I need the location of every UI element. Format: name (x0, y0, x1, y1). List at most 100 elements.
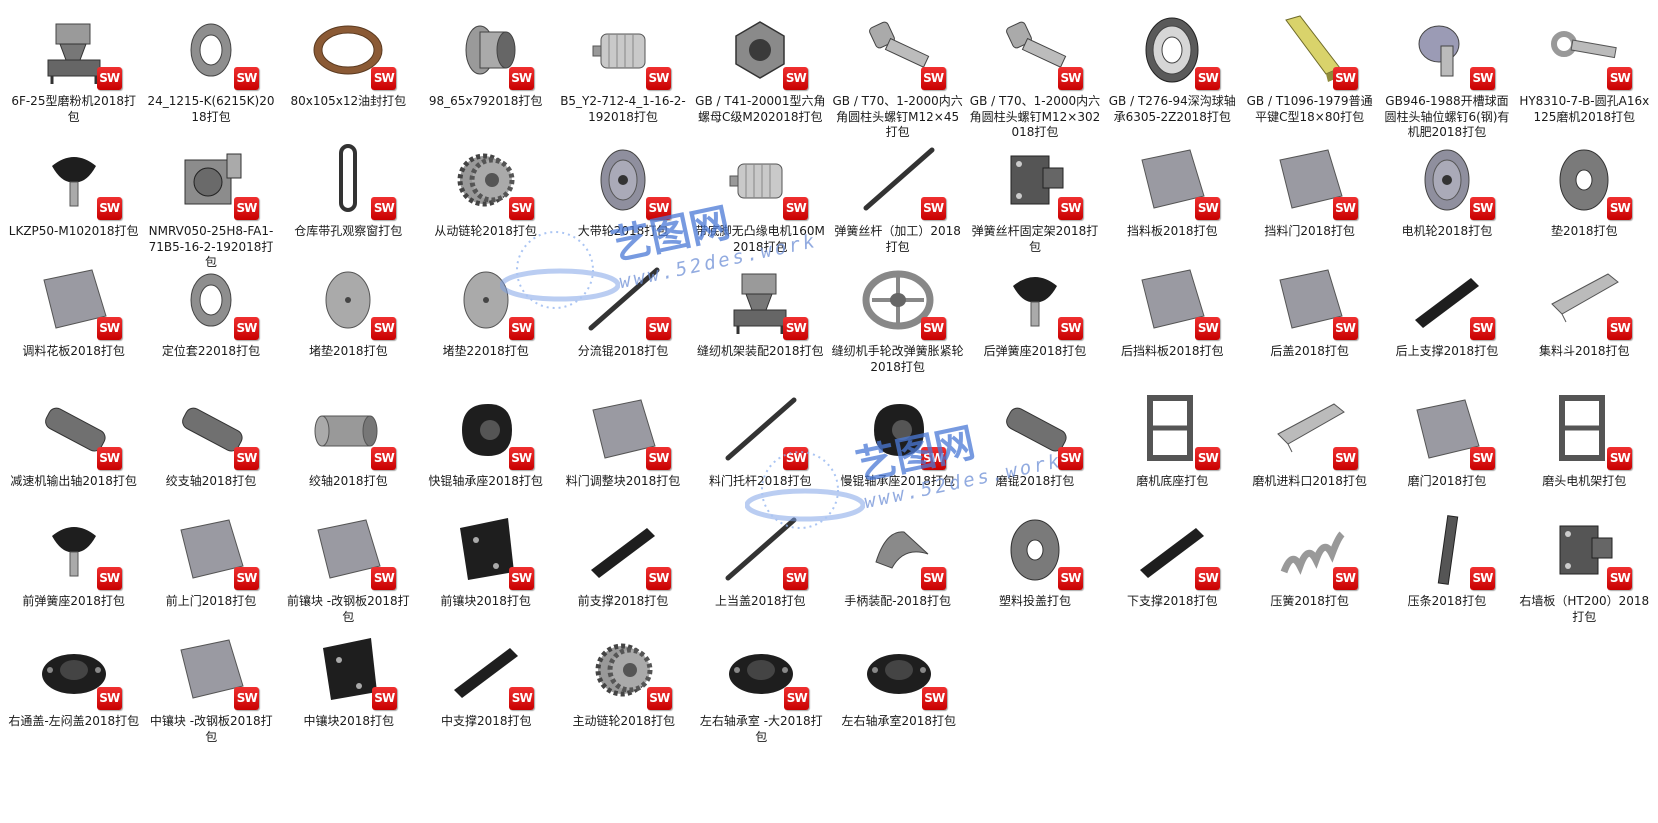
beam-icon (1414, 278, 1479, 328)
file-item[interactable]: SW 磨头电机架打包 (1516, 390, 1653, 510)
file-item[interactable]: SW 中支撑2018打包 (418, 630, 556, 760)
file-item[interactable]: SW 主动链轮2018打包 (555, 630, 693, 760)
file-label: 6F-25型磨粉机2018打包 (11, 94, 136, 124)
file-label: 前支撑2018打包 (577, 594, 669, 608)
shaft-icon (44, 407, 106, 452)
file-item[interactable]: SW 手柄装配-2018打包 (829, 510, 966, 630)
file-item[interactable]: SW GB / T70、1-2000内六角圆柱头螺钉M12×45打包 (829, 10, 966, 140)
solidworks-badge-icon: SW (371, 197, 397, 220)
file-item[interactable]: SW HY8310-7-B-圆孔A16x125磨机2018打包 (1516, 10, 1653, 140)
file-item[interactable]: SW 电机轮2018打包 (1378, 140, 1515, 260)
file-item[interactable]: SW 挡料门2018打包 (1241, 140, 1378, 260)
ring-icon (190, 23, 232, 77)
file-thumbnail: SW (714, 10, 809, 92)
file-item[interactable]: SW 后盖2018打包 (1241, 260, 1378, 390)
file-item[interactable]: SW 仓库带孔观察窗打包 (280, 140, 417, 260)
file-item[interactable]: SW 定位套22018打包 (142, 260, 279, 390)
file-item[interactable]: SW 缝纫机手轮改弹簧胀紧轮2018打包 (829, 260, 966, 390)
file-label: 磨机底座打包 (1136, 474, 1209, 488)
file-item[interactable]: SW GB946-1988开槽球面圆柱头轴位螺钉6(钢)有机肥2018打包 (1378, 10, 1515, 140)
file-item[interactable]: SW 调料花板2018打包 (5, 260, 142, 390)
file-item[interactable]: SW 中镶块2018打包 (280, 630, 418, 760)
file-item[interactable]: SW 从动链轮2018打包 (417, 140, 554, 260)
solidworks-badge-icon: SW (96, 447, 122, 470)
file-item[interactable]: SW 慢锟轴承座2018打包 (829, 390, 966, 510)
file-label: LKZP50-M102018打包 (8, 224, 139, 238)
file-thumbnail: SW (1264, 140, 1358, 222)
file-item[interactable]: SW 后弹簧座2018打包 (966, 260, 1103, 390)
file-item[interactable]: SW 绞轴2018打包 (280, 390, 417, 510)
file-item[interactable]: SW 压簧2018打包 (1241, 510, 1378, 630)
file-item[interactable]: SW 弹簧丝杆固定架2018打包 (966, 140, 1103, 260)
plate-icon (1416, 399, 1480, 459)
file-item[interactable]: SW 磨机进料口2018打包 (1241, 390, 1378, 510)
knob-icon (51, 527, 96, 577)
file-item[interactable]: SW 左右轴承室 -大2018打包 (693, 630, 831, 760)
bolt-icon (1006, 21, 1067, 68)
file-thumbnail: SW (1538, 10, 1633, 92)
file-item[interactable]: SW 料门调整块2018打包 (554, 390, 691, 510)
file-item[interactable]: SW 减速机输出轴2018打包 (5, 390, 142, 510)
solidworks-badge-icon: SW (1607, 67, 1633, 90)
file-item[interactable]: SW 磨门2018打包 (1378, 390, 1515, 510)
handwheel-icon (862, 270, 934, 330)
file-item[interactable]: SW 磨机底座打包 (1104, 390, 1241, 510)
file-item[interactable]: SW GB / T1096-1979普通平键C型18×80打包 (1241, 10, 1378, 140)
file-label: GB946-1988开槽球面圆柱头轴位螺钉6(钢)有机肥2018打包 (1384, 94, 1510, 139)
spring-icon (1280, 531, 1345, 575)
file-item[interactable]: SW 缝纫机架装配2018打包 (692, 260, 829, 390)
file-item[interactable]: SW B5_Y2-712-4_1-16-2-192018打包 (554, 10, 691, 140)
file-thumbnail: SW (714, 140, 809, 222)
solidworks-badge-icon: SW (371, 67, 397, 90)
file-item[interactable]: SW 料门托杆2018打包 (692, 390, 829, 510)
file-item[interactable]: SW 堵垫2018打包 (280, 260, 417, 390)
file-item[interactable]: SW 中镶块 -改钢板2018打包 (143, 630, 281, 760)
solidworks-badge-icon: SW (1057, 67, 1083, 90)
file-item[interactable]: SW 垫2018打包 (1516, 140, 1653, 260)
file-item[interactable]: SW 前弹簧座2018打包 (5, 510, 142, 630)
bolt-icon (868, 21, 929, 68)
file-item[interactable]: SW 绞支轴2018打包 (142, 390, 279, 510)
file-item[interactable]: SW 后挡料板2018打包 (1104, 260, 1241, 390)
file-item[interactable]: SW 堵垫22018打包 (417, 260, 554, 390)
file-item[interactable]: SW 快锟轴承座2018打包 (417, 390, 554, 510)
file-item[interactable]: SW LKZP50-M102018打包 (5, 140, 142, 260)
file-item[interactable]: SW 80x105x12油封打包 (280, 10, 417, 140)
file-item[interactable]: SW 98_65x792018打包 (417, 10, 554, 140)
file-thumbnail: SW (577, 390, 671, 472)
file-thumbnail: SW (165, 140, 259, 222)
file-item[interactable]: SW 右墙板（HT200）2018打包 (1516, 510, 1653, 630)
file-thumbnail: SW (989, 10, 1083, 92)
file-item[interactable]: SW 挡料板2018打包 (1104, 140, 1241, 260)
file-item[interactable]: SW 大带轮2018打包 (554, 140, 691, 260)
file-item[interactable]: SW 弹簧丝杆（加工）2018打包 (829, 140, 966, 260)
file-item[interactable]: SW 右通盖-左闷盖2018打包 (5, 630, 143, 760)
file-item[interactable]: SW 24_1215-K(6215K)2018打包 (142, 10, 279, 140)
file-item[interactable]: SW 压条2018打包 (1378, 510, 1515, 630)
file-thumbnail: SW (440, 390, 534, 472)
file-label: 仓库带孔观察窗打包 (294, 224, 403, 238)
file-item[interactable]: SW 分流锟2018打包 (554, 260, 691, 390)
file-label: 后弹簧座2018打包 (983, 344, 1087, 358)
file-item[interactable]: SW 下支撑2018打包 (1104, 510, 1241, 630)
file-item[interactable]: SW 磨锟2018打包 (966, 390, 1103, 510)
file-item[interactable]: SW GB / T276-94深沟球轴承6305-2Z2018打包 (1104, 10, 1241, 140)
file-item[interactable]: SW 前镶块2018打包 (417, 510, 554, 630)
file-item[interactable]: SW 带底脚无凸缘电机160M2018打包 (692, 140, 829, 260)
file-thumbnail: SW (989, 510, 1083, 592)
file-item[interactable]: SW NMRV050-25H8-FA1-71B5-16-2-192018打包 (142, 140, 279, 269)
file-item[interactable]: SW 前镶块 -改钢板2018打包 (280, 510, 417, 630)
file-item[interactable]: SW 后上支撑2018打包 (1378, 260, 1515, 390)
file-item[interactable]: SW GB / T70、1-2000内六角圆柱头螺钉M12×302018打包 (966, 10, 1103, 140)
file-thumbnail: SW (852, 260, 946, 342)
file-item[interactable]: SW 前支撑2018打包 (554, 510, 691, 630)
file-item[interactable]: SW 6F-25型磨粉机2018打包 (5, 10, 142, 140)
file-row: SW 右通盖-左闷盖2018打包 SW 中镶块 -改钢板2018打包 SW 中镶… (5, 630, 1653, 760)
file-item[interactable]: SW 左右轴承室2018打包 (830, 630, 968, 760)
file-item[interactable]: SW 集料斗2018打包 (1516, 260, 1653, 390)
file-item[interactable]: SW 上当盖2018打包 (692, 510, 829, 630)
plate-icon (180, 519, 244, 579)
file-item[interactable]: SW GB / T41-20001型六角螺母C级M202018打包 (692, 10, 829, 140)
file-item[interactable]: SW 塑料投盖打包 (966, 510, 1103, 630)
file-item[interactable]: SW 前上门2018打包 (142, 510, 279, 630)
